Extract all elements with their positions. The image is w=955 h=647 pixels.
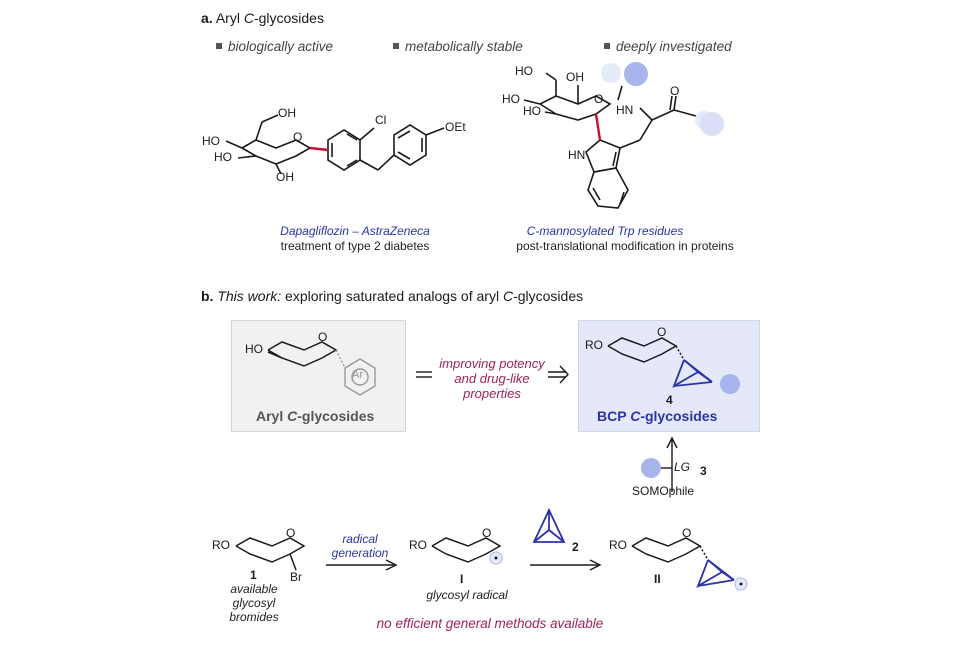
compound-number-3: 3 xyxy=(700,464,707,478)
dapagliflozin-description: treatment of type 2 diabetes xyxy=(280,239,430,253)
radical-generation-text: radical generation xyxy=(331,532,389,560)
radical-generation-arrow xyxy=(326,559,398,571)
atom-label: RO xyxy=(409,538,427,552)
atom-label: OEt xyxy=(445,120,466,134)
atom-label: HO xyxy=(245,342,263,356)
c-glycoside-bond-trp xyxy=(594,113,602,141)
atom-label: OH xyxy=(276,170,294,184)
glycosyl-radical-structure xyxy=(431,537,502,563)
compound-number-4: 4 xyxy=(666,393,673,407)
c-glycoside-bond-dapa xyxy=(309,146,329,152)
atom-label: O xyxy=(657,325,667,339)
footer-note: no efficient general methods available xyxy=(376,616,604,631)
atom-label: HO xyxy=(515,64,533,78)
trp-mannoside-structure xyxy=(523,72,697,209)
section-a-title: a. Aryl C-glycosides xyxy=(201,10,324,26)
equivalence-arrow xyxy=(416,365,569,384)
intermediate-I-label: I xyxy=(460,572,464,586)
atom-label: OH xyxy=(566,70,584,84)
atom-label: HN xyxy=(568,148,586,162)
bullet-metabolically-stable: metabolically stable xyxy=(393,39,523,54)
compound-number-1: 1 xyxy=(250,568,257,582)
atom-label: HO xyxy=(502,92,520,106)
atom-label: O xyxy=(318,330,328,344)
aryl-glycoside-box xyxy=(231,320,406,432)
bullet-deeply-investigated: deeply investigated xyxy=(604,39,732,54)
atom-label: HN xyxy=(616,103,634,117)
atom-label: HO xyxy=(202,134,220,148)
atom-label: RO xyxy=(585,338,603,352)
glycosyl-bromides-description: available glycosyl bromides xyxy=(229,582,279,624)
atom-label: HO xyxy=(523,104,541,118)
atom-label: O xyxy=(482,526,492,540)
bullet-biologically-active: biologically active xyxy=(216,39,333,54)
leaving-group-label: LG xyxy=(674,460,691,474)
intermediate-II-label: II xyxy=(654,572,661,586)
transform-text: improving potency and drug-like properti… xyxy=(439,356,545,401)
section-b-title: b. This work: exploring saturated analog… xyxy=(201,288,584,304)
bcp-cage xyxy=(672,359,713,389)
propellane-arrow xyxy=(530,559,602,571)
propellane-icon xyxy=(532,507,566,543)
bcp-glycosides-label: BCP C-glycosides xyxy=(597,408,718,424)
dapagliflozin-name: Dapagliflozin – AstraZeneca xyxy=(280,224,430,238)
bcp-radical-structure xyxy=(631,537,709,563)
atom-label: Br xyxy=(290,570,302,584)
bubble-light-1 xyxy=(601,63,621,83)
glycosyl-bromide-structure xyxy=(235,537,306,571)
bcp-glycoside-structure xyxy=(607,337,685,363)
trp-description: post-translational modification in prote… xyxy=(516,239,734,253)
atom-label: O xyxy=(670,84,680,98)
trp-name: C-mannosylated Trp residues xyxy=(526,224,684,238)
somophile-label: SOMOphile xyxy=(632,484,695,498)
bubble-light-3 xyxy=(700,112,724,136)
atom-label: O xyxy=(682,526,692,540)
atom-label: O xyxy=(286,526,296,540)
bubble-blue-1 xyxy=(624,62,648,86)
atom-label: Cl xyxy=(375,113,387,127)
dapagliflozin-structure xyxy=(225,114,445,175)
aryl-label: Ar xyxy=(352,369,363,381)
atom-label: RO xyxy=(212,538,230,552)
aryl-glycosides-label: Aryl C-glycosides xyxy=(256,408,375,424)
glycosyl-radical-description: glycosyl radical xyxy=(426,588,508,602)
compound-number-2: 2 xyxy=(572,540,579,554)
atom-label: O xyxy=(293,130,303,144)
aryl-glycoside-structure xyxy=(267,341,338,367)
atom-label: OH xyxy=(278,106,296,120)
atom-label: HO xyxy=(214,150,232,164)
atom-label: RO xyxy=(609,538,627,552)
atom-label: O xyxy=(594,92,604,106)
